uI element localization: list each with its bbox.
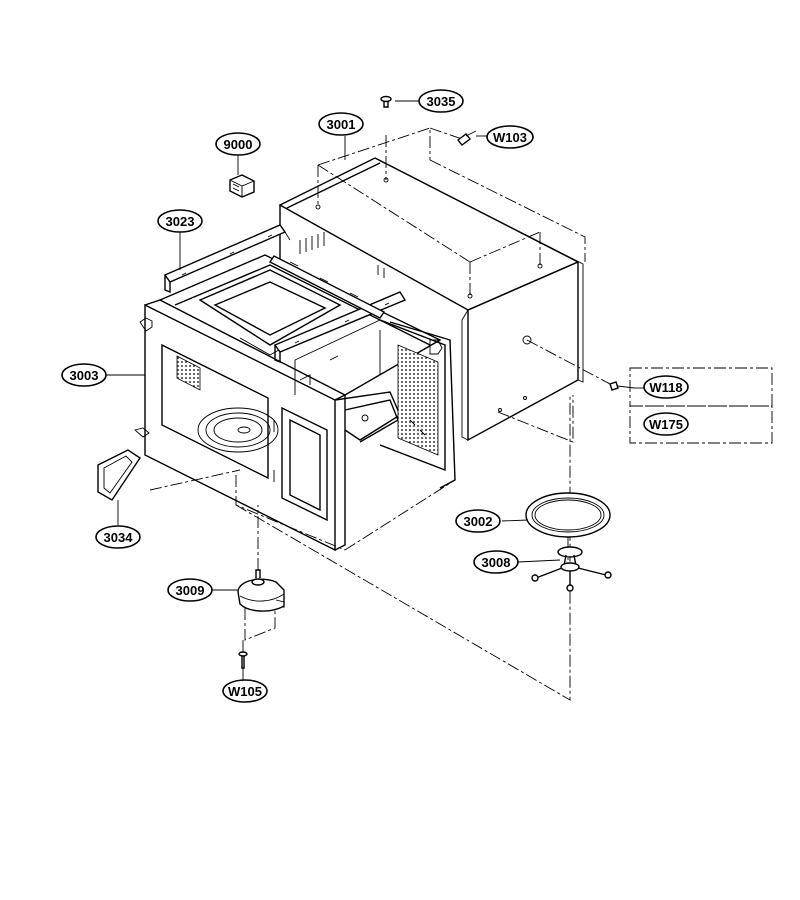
label-3002: 3002: [455, 509, 501, 533]
part-3002-glass-tray: [525, 492, 611, 560]
label-3023: 3023: [157, 209, 203, 233]
rail-3023-left: [163, 224, 291, 294]
label-3002-text: 3002: [464, 514, 493, 529]
label-3001-text: 3001: [327, 117, 356, 132]
part-3008-roller: [531, 546, 612, 592]
label-3035: 3035: [418, 89, 464, 113]
label-3008-text: 3008: [482, 555, 511, 570]
part-3034-cover: [97, 449, 141, 501]
label-3003: 3003: [61, 363, 107, 387]
label-w118: W118: [643, 375, 689, 399]
label-3034: 3034: [95, 525, 141, 549]
screw-w105-icon: [238, 640, 248, 669]
part-3009-motor: [237, 505, 285, 641]
label-w175: W175: [643, 412, 689, 436]
label-3023-text: 3023: [166, 214, 195, 229]
outer-cabinet-3001: [278, 157, 584, 442]
label-3035-text: 3035: [427, 94, 456, 109]
label-3008: 3008: [473, 550, 519, 574]
screw-w118-icon: [609, 381, 635, 391]
label-9000: 9000: [215, 132, 261, 156]
label-3009: 3009: [167, 578, 213, 602]
label-w103-text: W103: [493, 130, 527, 145]
part-3035-foot: [380, 95, 392, 108]
cabinet-guide-lines: [317, 127, 613, 443]
leader-lines: [106, 100, 645, 682]
screw-w103-icon: [457, 130, 477, 146]
label-3001: 3001: [318, 112, 364, 136]
label-w103: W103: [486, 125, 534, 149]
screw-options-box: [629, 367, 773, 444]
part-9000-block: [229, 174, 255, 198]
label-3009-text: 3009: [176, 583, 205, 598]
label-w175-text: W175: [649, 417, 683, 432]
rail-mid: [268, 255, 386, 319]
label-3034-text: 3034: [104, 530, 134, 545]
label-3003-text: 3003: [70, 368, 99, 383]
label-w105: W105: [222, 679, 268, 703]
label-w118-text: W118: [649, 380, 682, 395]
label-w105-text: W105: [228, 684, 262, 699]
cavity-assembly-3003: [134, 254, 456, 552]
rail-3023-right: [273, 291, 407, 364]
label-9000-text: 9000: [224, 137, 253, 152]
